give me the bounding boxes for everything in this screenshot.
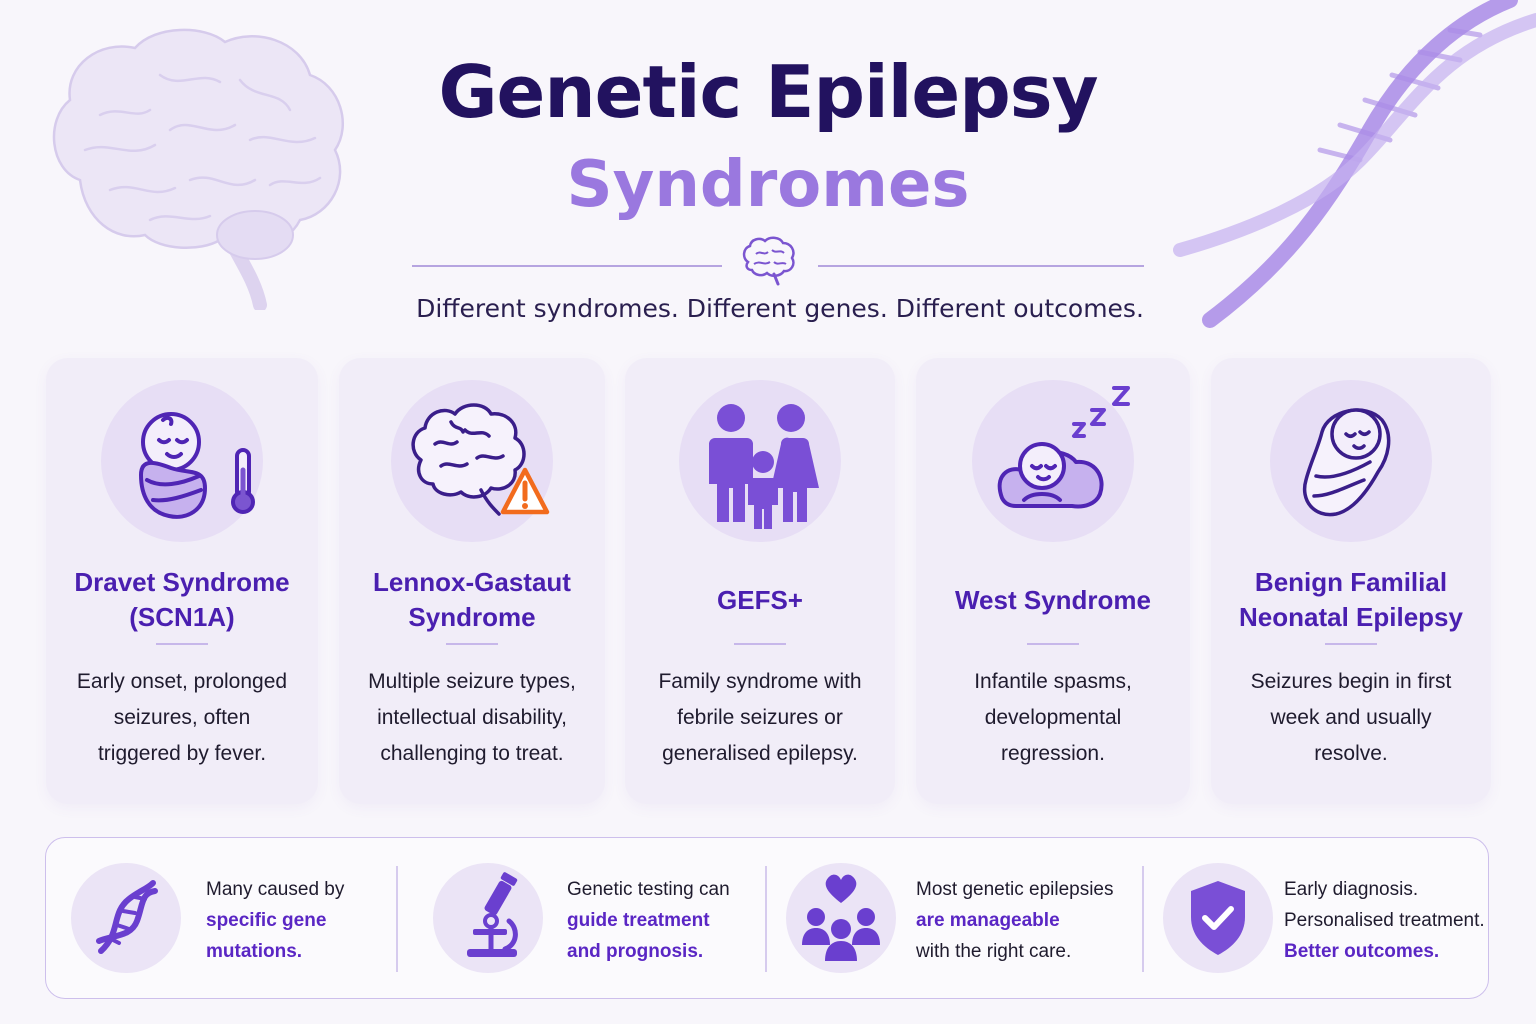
- fact-line-1: Early diagnosis.: [1284, 879, 1419, 900]
- brain-warning-icon: [411, 403, 550, 516]
- fact-text: Genetic testing can guide treatment and …: [567, 874, 730, 967]
- fact-manageable: Most genetic epilepsies are manageable w…: [766, 838, 1142, 1000]
- card-title: Benign Familial Neonatal Epilepsy: [1239, 567, 1463, 632]
- fact-gene-mutations: Many caused by specific gene mutations.: [46, 838, 396, 1000]
- page-subtitle: Syndromes: [566, 148, 970, 222]
- fact-line-2: are manageable: [916, 910, 1060, 931]
- card-icon-circle: [101, 380, 263, 542]
- card-title: West Syndrome: [954, 584, 1151, 615]
- card-icon-circle: [972, 380, 1134, 542]
- heart-people-icon: [802, 874, 880, 961]
- syndrome-card-dravet: Dravet Syndrome (SCN1A) Early onset, pro…: [46, 358, 318, 804]
- fact-line-1: Genetic testing can: [567, 879, 730, 900]
- microscope-icon: [467, 872, 518, 957]
- fact-separator: [765, 866, 767, 972]
- card-divider: [156, 643, 208, 645]
- card-title: GEFS+: [717, 584, 803, 615]
- fact-early-diagnosis: Early diagnosis. Personalised treatment.…: [1143, 838, 1487, 1000]
- fact-genetic-testing: Genetic testing can guide treatment and …: [397, 838, 765, 1000]
- key-facts-panel: Many caused by specific gene mutations.: [45, 837, 1489, 999]
- background-brain-illustration: [52, 28, 344, 310]
- background-dna-illustration: [1173, 0, 1536, 328]
- syndrome-card-benign-familial-neonatal: Benign Familial Neonatal Epilepsy Seizur…: [1211, 358, 1491, 804]
- card-description: Early onset, prolonged seizures, often t…: [76, 670, 288, 765]
- card-description: Infantile spasms, developmental regressi…: [974, 670, 1132, 765]
- card-divider: [1325, 643, 1377, 645]
- fact-line-1: Most genetic epilepsies: [916, 879, 1114, 900]
- syndrome-card-west: West Syndrome Infantile spasms, developm…: [916, 358, 1190, 804]
- card-description: Multiple seizure types, intellectual dis…: [368, 670, 576, 765]
- dna-icon: [96, 880, 158, 954]
- shield-check-icon: [1191, 881, 1245, 955]
- page-title: Genetic Epilepsy: [438, 50, 1098, 134]
- card-title: Dravet Syndrome (SCN1A): [74, 567, 290, 632]
- fact-icon-circle: [433, 863, 543, 973]
- fact-text: Early diagnosis. Personalised treatment.…: [1284, 874, 1485, 967]
- tagline: Different syndromes. Different genes. Di…: [416, 294, 1144, 323]
- fact-line-2: guide treatment: [567, 910, 710, 931]
- fact-separator: [396, 866, 398, 972]
- fact-line-2: Personalised treatment.: [1284, 910, 1485, 931]
- card-icon-circle: [1270, 380, 1432, 542]
- card-divider: [446, 643, 498, 645]
- card-description: Family syndrome with febrile seizures or…: [658, 670, 862, 765]
- title-divider-left: [412, 265, 722, 267]
- card-icon-circle: [679, 380, 841, 542]
- fact-line-2: specific gene: [206, 910, 327, 931]
- fact-line-3: and prognosis.: [567, 941, 704, 962]
- syndrome-card-gefs-plus: GEFS+ Family syndrome with febrile seizu…: [625, 358, 895, 804]
- card-divider: [734, 643, 786, 645]
- family-icon: [709, 404, 819, 529]
- syndrome-card-lennox-gastaut: Lennox-Gastaut Syndrome Multiple seizure…: [339, 358, 605, 804]
- card-description: Seizures begin in first week and usually…: [1250, 670, 1452, 765]
- card-title: Lennox-Gastaut Syndrome: [373, 567, 571, 632]
- card-icon-circle: [391, 380, 553, 542]
- fact-line-3: mutations.: [206, 941, 303, 962]
- fact-icon-circle: [786, 863, 896, 973]
- card-divider: [1027, 643, 1079, 645]
- fact-line-3: with the right care.: [916, 941, 1072, 962]
- fact-separator: [1142, 866, 1144, 972]
- sleeping-baby-icon: [997, 386, 1130, 509]
- brain-icon: [742, 236, 795, 286]
- fact-line-3: Better outcomes.: [1284, 941, 1440, 962]
- fact-icon-circle: [1163, 863, 1273, 973]
- fact-icon-circle: [71, 863, 181, 973]
- fact-line-1: Many caused by: [206, 879, 345, 900]
- newborn-icon: [1302, 408, 1391, 517]
- swaddled-baby-thermometer-icon: [139, 412, 255, 519]
- fact-text: Many caused by specific gene mutations.: [206, 874, 344, 967]
- title-divider-right: [818, 265, 1144, 267]
- fact-text: Most genetic epilepsies are manageable w…: [916, 874, 1114, 967]
